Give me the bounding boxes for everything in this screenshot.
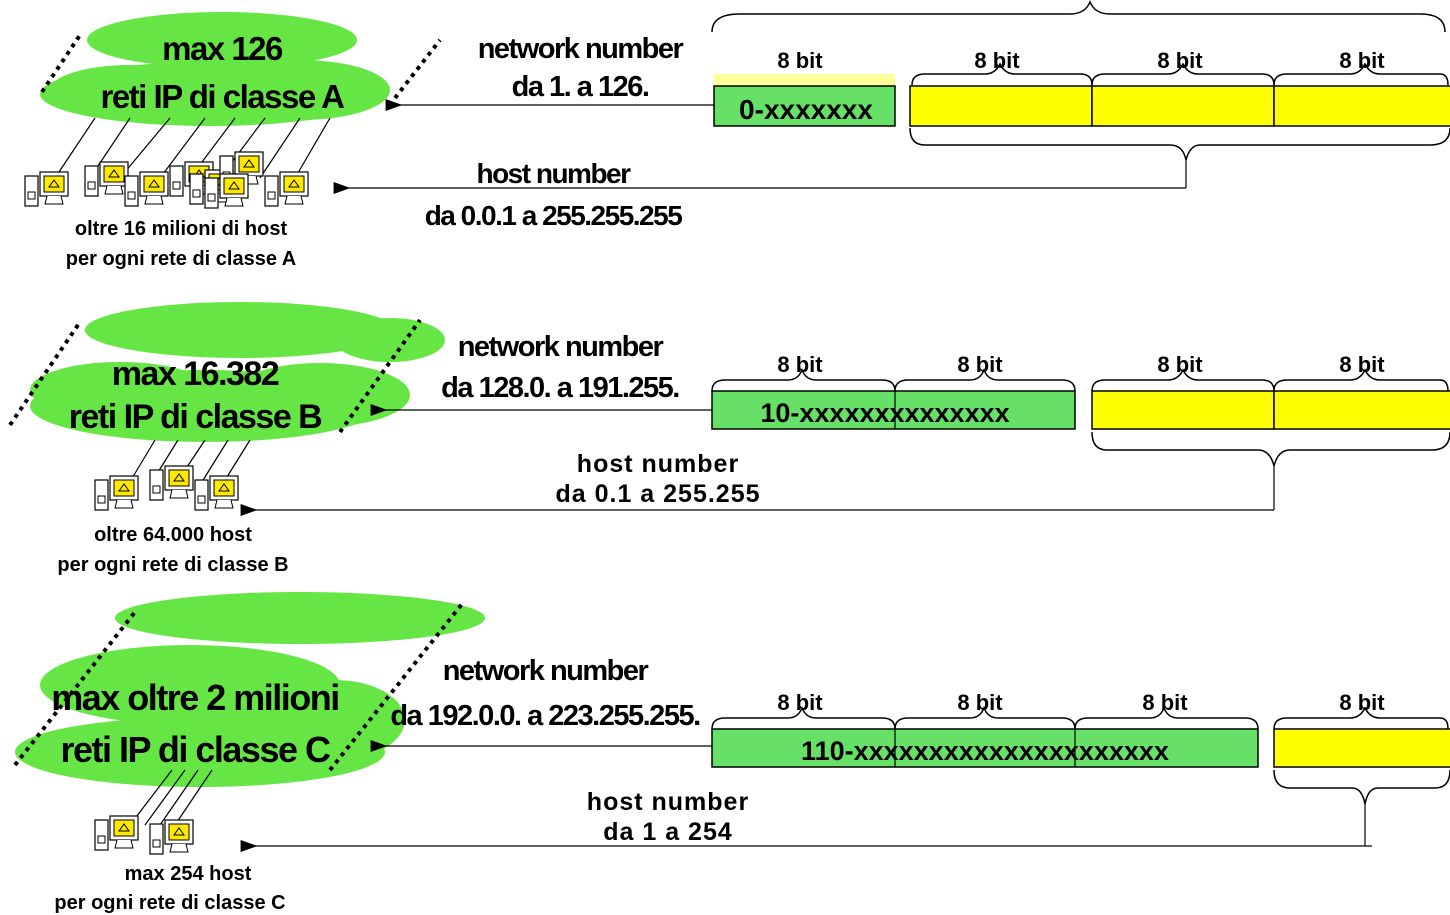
class-c-network-label-2: da 192.0.0. a 223.255.255. [390, 700, 700, 732]
class-b-network-label-1: network number [458, 331, 664, 363]
bit-label: 8 bit [1339, 690, 1385, 715]
class-b-network-label-2: da 128.0. a 191.255. [441, 372, 679, 404]
class-b-cloud-line2: reti IP di classe B [69, 398, 322, 436]
class-a-network-field [713, 85, 896, 127]
class-a-cloud-line1: max 126 [162, 30, 283, 67]
bit-label: 8 bit [957, 352, 1003, 377]
class-c-network-label-1: network number [443, 655, 649, 687]
computer-icon [149, 465, 194, 501]
class-c-host-label-1: host number [587, 788, 749, 816]
class-b-network-field [711, 390, 1076, 430]
host-octet [1273, 728, 1450, 768]
cloud-shape [40, 12, 390, 126]
host-octet [1091, 390, 1275, 430]
computer-icon [264, 171, 309, 207]
computer-icon [94, 475, 139, 511]
class-b-hosts-caption-2: per ogni rete di classe B [57, 554, 288, 576]
class-b-cloud-line1: max 16.382 [112, 355, 279, 393]
cloud-shape [30, 302, 445, 442]
class-a-field-text: 0-xxxxxxx [739, 94, 873, 125]
host-octet [909, 85, 1093, 127]
class-b-field-text: 10-xxxxxxxxxxxxxx [760, 398, 1009, 428]
class-c-cloud-line1: max oltre 2 milioni [51, 677, 339, 718]
bit-label: 8 bit [957, 690, 1003, 715]
class-a-host-label-1: host number [476, 158, 631, 189]
class-b-host-label-1: host number [577, 450, 739, 478]
class-a-hosts-caption-1: oltre 16 milioni di host [75, 218, 288, 240]
class-b-host-label-2: da 0.1 a 255.255 [555, 480, 760, 508]
host-octet [1273, 390, 1450, 430]
class-a-hosts-caption-2: per ogni rete di classe A [66, 248, 296, 270]
computer-icon [124, 171, 169, 207]
host-octet [1273, 85, 1450, 127]
computer-icon [84, 161, 129, 197]
cloud-shape [15, 592, 485, 787]
bit-label: 8 bit [777, 48, 823, 73]
class-b-group: max 16.382 reti IP di classe B oltre 64.… [8, 302, 1450, 576]
computer-icon-group [94, 815, 194, 855]
bit-label: 8 bit [1339, 352, 1385, 377]
class-a-network-label-2: da 1. a 126. [512, 71, 649, 103]
computer-icon [94, 815, 139, 851]
class-c-host-label-2: da 1 a 254 [603, 818, 733, 846]
computer-icon [149, 819, 194, 855]
class-a-group: max 126 reti IP di classe A oltre 16 mil… [24, 0, 1450, 270]
bit-label: 8 bit [1157, 352, 1203, 377]
class-c-group: max oltre 2 milioni reti IP di classe C … [13, 592, 1450, 914]
class-a-network-label-1: network number [478, 33, 684, 65]
host-octet [1091, 85, 1275, 127]
class-c-cloud-line2: reti IP di classe C [61, 729, 331, 770]
class-c-hosts-caption-2: per ogni rete di classe C [54, 892, 285, 914]
class-b-hosts-caption-1: oltre 64.000 host [94, 524, 252, 546]
computer-icon [204, 173, 249, 209]
class-a-cloud-line2: reti IP di classe A [101, 78, 345, 115]
host-connections [129, 769, 213, 826]
computer-icon-group [94, 465, 239, 511]
class-c-network-field [711, 728, 1259, 768]
class-c-field-text: 110-xxxxxxxxxxxxxxxxxxxxx [801, 736, 1169, 766]
address-brace [711, 0, 1446, 33]
class-c-hosts-caption-1: max 254 host [125, 863, 252, 885]
computer-icon [194, 475, 239, 511]
class-a-host-label-2: da 0.0.1 a 255.255.255 [425, 200, 682, 231]
computer-icon [24, 171, 69, 207]
